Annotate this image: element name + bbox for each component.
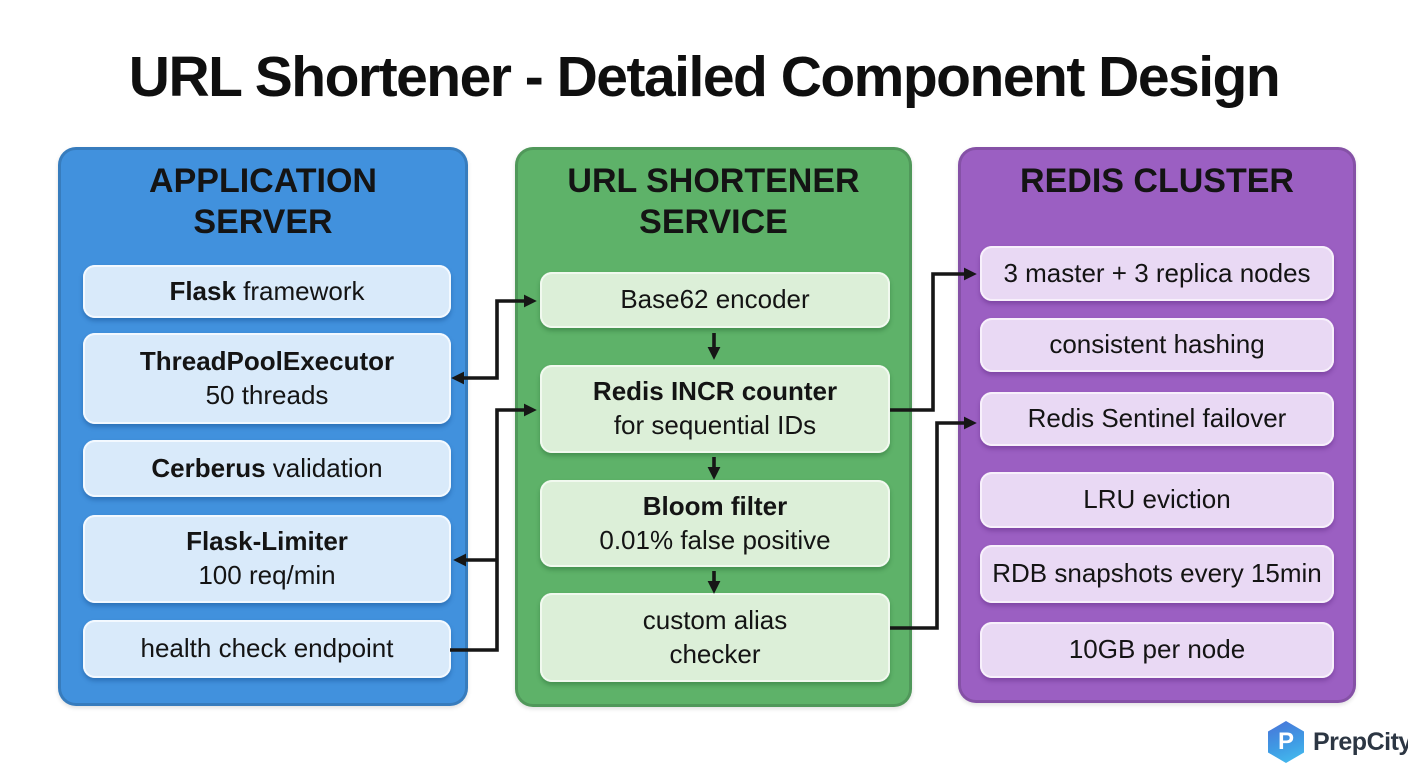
- prepcity-logo-text: PrepCity: [1313, 727, 1408, 756]
- box-text-bold: Flask-Limiter: [186, 526, 348, 557]
- box-text: consistent hashing: [1049, 329, 1265, 360]
- box-redis-incr-counter: Redis INCR counter for sequential IDs: [540, 365, 890, 453]
- redis-cluster-panel: REDIS CLUSTER 3 master + 3 replica nodes…: [958, 147, 1356, 703]
- application-server-header: APPLICATION SERVER: [149, 162, 377, 241]
- box-health-check-endpoint: health check endpoint: [83, 620, 451, 678]
- box-text-line2: for sequential IDs: [613, 410, 817, 440]
- box-text-line2: checker: [669, 638, 761, 669]
- box-flask-framework: Flask framework: [83, 265, 451, 318]
- box-text: custom alias: [642, 604, 788, 635]
- url-shortener-service-header: URL SHORTENER SERVICE: [567, 162, 860, 241]
- box-rdb-snapshots: RDB snapshots every 15min: [980, 545, 1334, 603]
- box-base62-encoder: Base62 encoder: [540, 272, 890, 328]
- box-text: Redis Sentinel failover: [1027, 403, 1287, 434]
- box-master-replica-nodes: 3 master + 3 replica nodes: [980, 246, 1334, 301]
- box-text: 10GB per node: [1068, 634, 1246, 665]
- box-redis-sentinel-failover: Redis Sentinel failover: [980, 392, 1334, 446]
- box-cerberus-validation: Cerberus validation: [83, 440, 451, 497]
- box-bloom-filter: Bloom filter 0.01% false positive: [540, 480, 890, 567]
- box-lru-eviction: LRU eviction: [980, 472, 1334, 528]
- box-text: health check endpoint: [140, 633, 394, 664]
- box-consistent-hashing: consistent hashing: [980, 318, 1334, 372]
- box-text-bold: Flask: [169, 275, 236, 306]
- box-text: Base62 encoder: [620, 284, 810, 315]
- box-10gb-per-node: 10GB per node: [980, 622, 1334, 678]
- box-text-line2: 0.01% false positive: [599, 524, 831, 555]
- box-text-line2: 50 threads: [205, 379, 329, 410]
- prepcity-logo-icon: P: [1268, 721, 1304, 763]
- box-text: framework: [235, 275, 365, 306]
- box-text: LRU eviction: [1083, 484, 1231, 515]
- box-flask-limiter: Flask-Limiter 100 req/min: [83, 515, 451, 603]
- box-text-bold: Redis INCR counter: [592, 376, 838, 407]
- box-custom-alias-checker: custom alias checker: [540, 593, 890, 682]
- prepcity-logo: P PrepCity: [1266, 721, 1408, 763]
- page-title: URL Shortener - Detailed Component Desig…: [128, 45, 1281, 109]
- box-text-bold: Bloom filter: [642, 490, 788, 521]
- box-text-bold: ThreadPoolExecutor: [139, 345, 395, 376]
- box-text-bold: Cerberus: [151, 452, 266, 483]
- application-server-panel: APPLICATION SERVER Flask framework Threa…: [58, 147, 468, 706]
- box-text: validation: [265, 452, 383, 483]
- box-text: 3 master + 3 replica nodes: [1003, 257, 1311, 288]
- box-threadpoolexecutor: ThreadPoolExecutor 50 threads: [83, 333, 451, 424]
- redis-cluster-header: REDIS CLUSTER: [1020, 162, 1294, 200]
- box-text: RDB snapshots every 15min: [992, 558, 1322, 589]
- url-shortener-service-panel: URL SHORTENER SERVICE Base62 encoder Red…: [515, 147, 912, 707]
- box-text-line2: 100 req/min: [198, 560, 336, 590]
